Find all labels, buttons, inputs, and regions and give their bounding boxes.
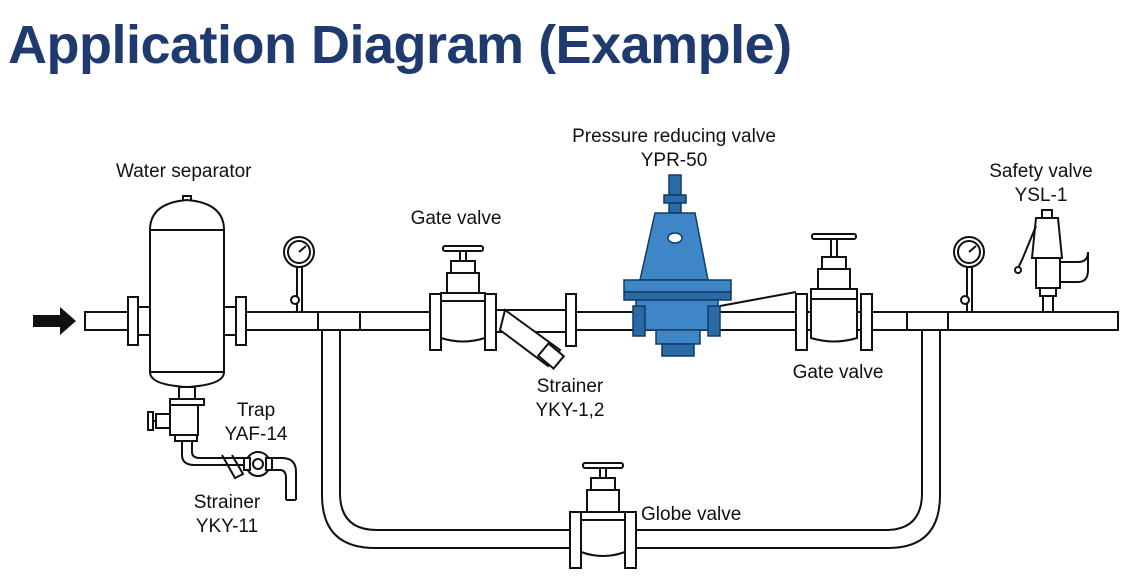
trap-assembly [147, 398, 297, 501]
safety-valve [1014, 209, 1089, 313]
label-trap-name: Trap [237, 400, 275, 421]
label-strainer-model: YKY-1,2 [535, 400, 604, 421]
label-strainer2-model: YKY-11 [196, 516, 258, 537]
gate-valve-1 [429, 245, 497, 351]
main-pipe [84, 311, 1119, 331]
label-strainer2-name: Strainer [194, 492, 261, 513]
pressure-gauge-icon [283, 236, 315, 313]
pressure-gauge-2-icon [953, 236, 985, 313]
label-prv-model: YPR-50 [641, 150, 708, 171]
label-gate-valve-2: Gate valve [793, 362, 884, 383]
label-trap-model: YAF-14 [224, 424, 287, 445]
label-water-separator: Water separator [116, 161, 252, 182]
label-globe-valve: Globe valve [641, 504, 741, 525]
gate-valve-2 [719, 233, 873, 351]
label-gate-valve-1: Gate valve [411, 208, 502, 229]
water-separator [127, 195, 247, 400]
globe-valve [569, 462, 637, 569]
label-prv-name: Pressure reducing valve [572, 126, 776, 147]
label-safety-model: YSL-1 [1015, 185, 1068, 206]
page-title: Application Diagram (Example) [8, 15, 792, 75]
label-strainer-name: Strainer [537, 376, 604, 397]
flow-arrow-icon [33, 307, 76, 335]
y-strainer [495, 293, 577, 370]
pressure-reducing-valve [623, 174, 732, 357]
label-safety-name: Safety valve [989, 161, 1093, 182]
